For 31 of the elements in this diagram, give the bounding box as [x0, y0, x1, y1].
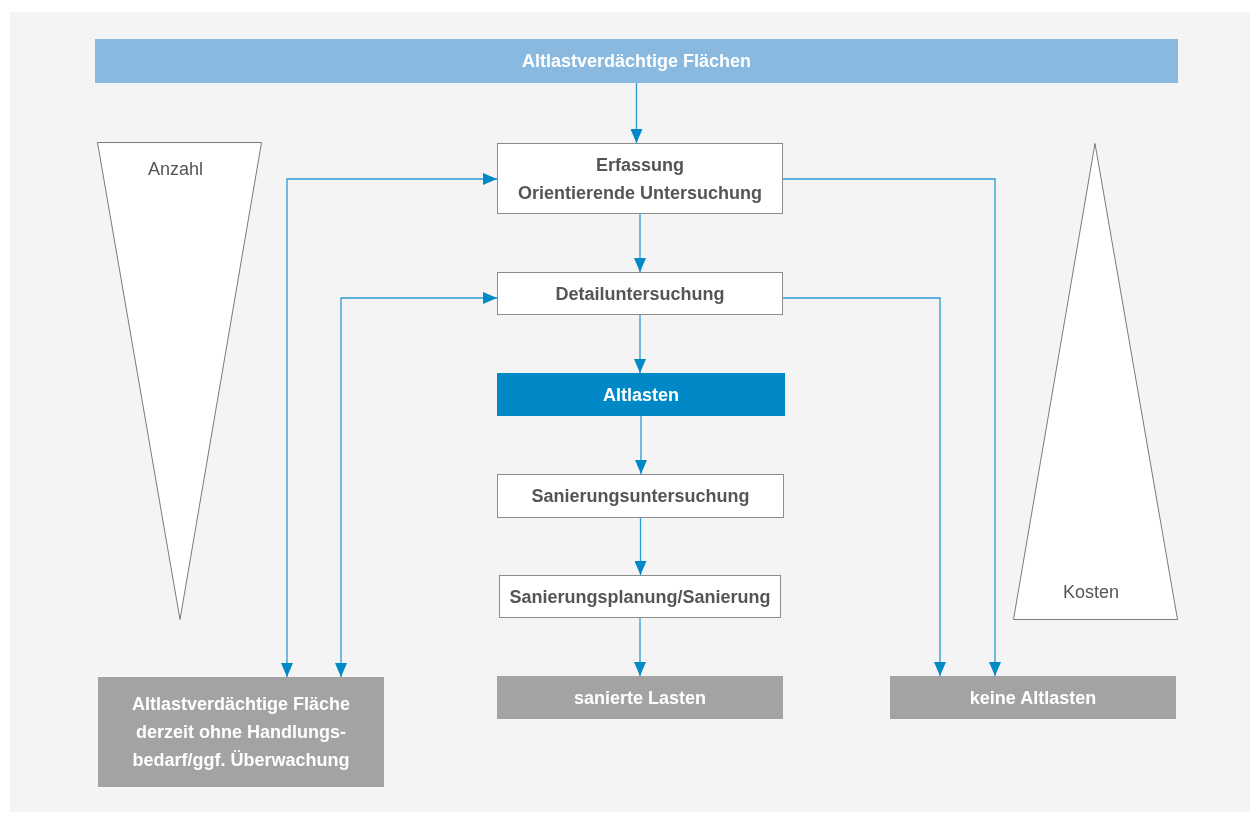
process-box: [497, 143, 783, 214]
result-box: [98, 677, 384, 787]
result-box: [497, 676, 783, 719]
arrow: [635, 415, 647, 475]
box-label: Erfassung: [596, 153, 684, 177]
arrow: [782, 178, 1001, 677]
box-label: keine Altlasten: [969, 686, 1097, 710]
arrow: [634, 617, 646, 677]
box-label: Altlastverdächtige Fläche derzeit ohne Handlungs- bedarf/ggf. Überwachung: [130, 693, 352, 772]
arrow: [281, 173, 498, 678]
highlight-box: [497, 373, 785, 416]
arrow: [634, 517, 647, 576]
arrow: [782, 297, 946, 677]
box-label: Sanierungsplanung/Sanierung: [509, 585, 771, 609]
result-box: [890, 676, 1176, 719]
arrow: [335, 292, 498, 678]
arrow: [634, 314, 646, 374]
box-label: Altlasten: [603, 383, 679, 407]
triangle-label: Anzahl: [148, 158, 204, 181]
triangle-label: Kosten: [1063, 581, 1120, 604]
box-label: Detailuntersuchung: [555, 282, 725, 306]
box-label: Orientierende Untersuchung: [517, 181, 762, 205]
process-box: [499, 575, 781, 618]
box-label: Altlastverdächtige Flächen: [521, 50, 752, 73]
box-label: Sanierungsuntersuchung: [531, 485, 750, 508]
box-label: sanierte Lasten: [573, 686, 707, 710]
header-bar: [95, 39, 1178, 83]
arrow: [630, 82, 643, 144]
process-box: [497, 474, 784, 518]
arrow: [634, 213, 646, 273]
process-box: [497, 272, 783, 315]
